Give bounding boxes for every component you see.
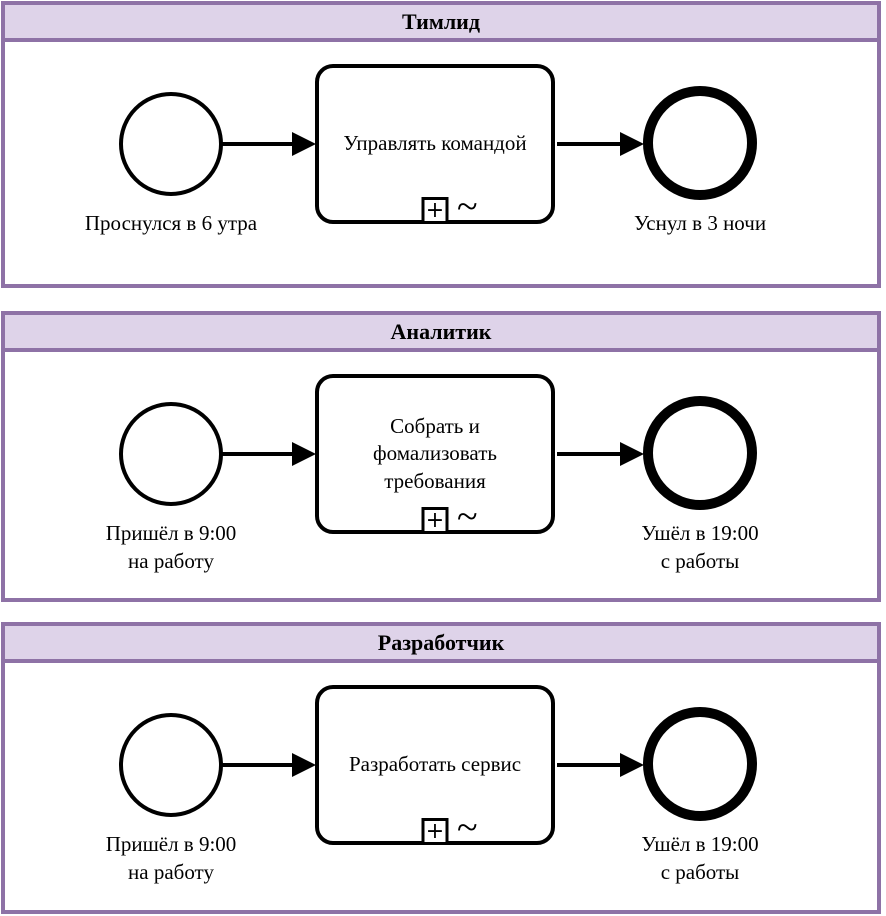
task-label: Собрать и фомализовать требования (373, 414, 497, 493)
lane-timlid: Тимлид Проснулся в 6 утра Управлять кома… (1, 1, 881, 288)
lane-title: Тимлид (402, 8, 480, 34)
start-event-label: Пришёл в 9:00 на работу (105, 832, 237, 885)
sequence-flow-line (221, 763, 295, 767)
subprocess-plus-icon: + (421, 818, 449, 845)
sequence-flow-line (221, 452, 295, 456)
lane-analitik: Аналитик Пришёл в 9:00 на работу Собрать… (1, 311, 881, 602)
start-event-label: Пришёл в 9:00 на работу (105, 521, 237, 574)
end-event-label: Ушёл в 19:00 с работы (641, 521, 759, 574)
task-label: Разработать сервис (348, 752, 522, 777)
subprocess-plus-icon: + (421, 197, 449, 224)
lane-body: Проснулся в 6 утра Управлять командой + … (5, 42, 877, 280)
end-event-circle[interactable] (643, 86, 757, 200)
start-event-circle[interactable] (119, 402, 223, 506)
plus-glyph: + (425, 818, 445, 844)
start-event-label: Проснулся в 6 утра (84, 211, 258, 235)
start-event-circle[interactable] (119, 92, 223, 196)
sequence-flow-line (557, 452, 623, 456)
end-event-label: Ушёл в 19:00 с работы (641, 832, 759, 885)
sequence-flow-line (221, 142, 295, 146)
subprocess-plus-icon: + (421, 507, 449, 534)
sequence-flow-line (557, 142, 623, 146)
plus-glyph: + (425, 507, 445, 533)
arrowhead-icon (292, 442, 316, 466)
arrowhead-icon (620, 442, 644, 466)
start-event-circle[interactable] (119, 713, 223, 817)
lane-header: Аналитик (5, 315, 877, 352)
sequence-flow-line (557, 763, 623, 767)
end-event-circle[interactable] (643, 396, 757, 510)
lane-title: Аналитик (390, 318, 492, 344)
lane-header: Разработчик (5, 626, 877, 663)
arrowhead-icon (620, 132, 644, 156)
lane-title: Разработчик (377, 629, 505, 655)
end-event-circle[interactable] (643, 707, 757, 821)
task-box[interactable]: Разработать сервис + ~ (315, 685, 555, 849)
adhoc-tilde-icon: ~ (457, 496, 478, 538)
adhoc-tilde-icon: ~ (457, 186, 478, 228)
plus-glyph: + (425, 197, 445, 223)
lane-body: Пришёл в 9:00 на работу Собрать и фомали… (5, 352, 877, 594)
adhoc-tilde-icon: ~ (457, 807, 478, 849)
arrowhead-icon (620, 753, 644, 777)
task-label: Управлять командой (343, 131, 527, 156)
task-box[interactable]: Управлять командой + ~ (315, 64, 555, 228)
lane-header: Тимлид (5, 5, 877, 42)
task-box[interactable]: Собрать и фомализовать требования + ~ (315, 374, 555, 538)
end-event-label: Уснул в 3 ночи (633, 211, 767, 235)
arrowhead-icon (292, 132, 316, 156)
lane-body: Пришёл в 9:00 на работу Разработать серв… (5, 663, 877, 906)
arrowhead-icon (292, 753, 316, 777)
lane-razrabotchik: Разработчик Пришёл в 9:00 на работу Разр… (1, 622, 881, 914)
